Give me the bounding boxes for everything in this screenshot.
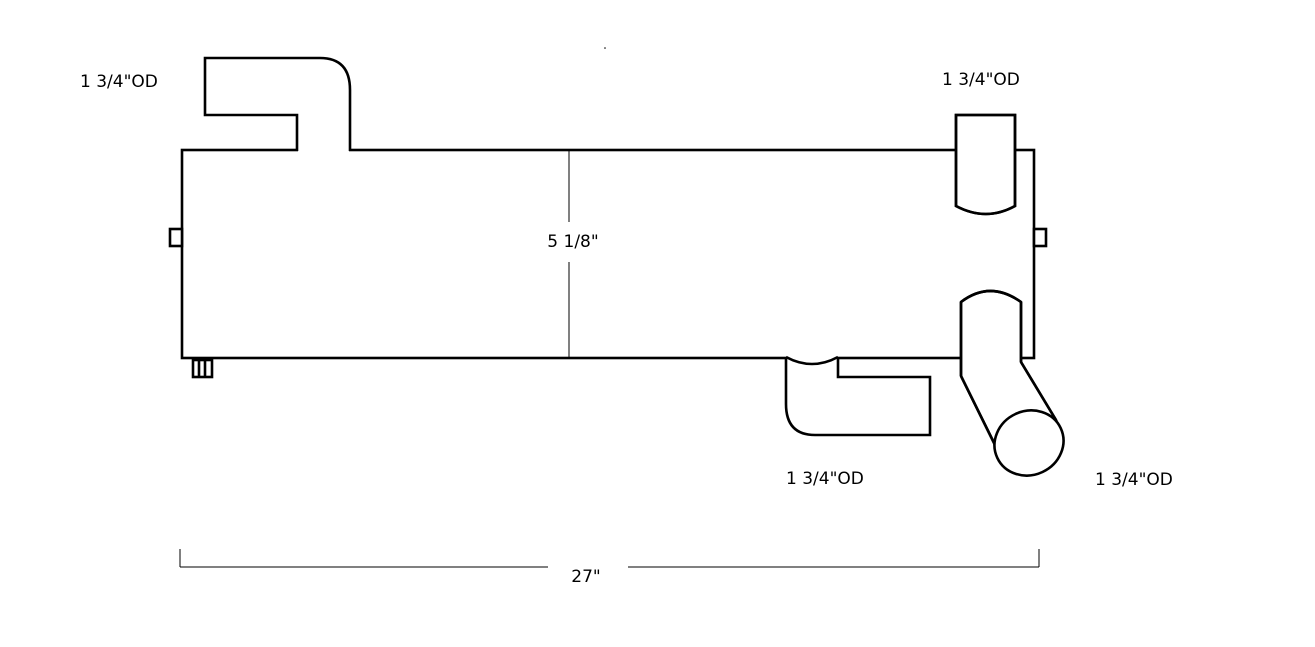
bottom-middle-elbow-outlet [784,352,932,437]
label-length-dimension: 27" [571,567,600,587]
top-left-elbow-outlet [203,56,352,156]
drain-fitting [191,358,214,379]
label-top-right-outlet: 1 3/4"OD [942,70,1020,90]
left-lug [168,227,184,248]
length-dimension [179,549,1040,568]
label-bottom-right-outlet: 1 3/4"OD [1095,470,1173,490]
right-lug [1032,227,1048,248]
main-body [180,148,1036,360]
label-top-left-outlet: 1 3/4"OD [80,72,158,92]
label-height-dimension: 5 1/8" [547,232,598,252]
top-right-outlet [954,113,1017,216]
label-bottom-middle-outlet: 1 3/4"OD [786,469,864,489]
stray-dot [604,47,606,49]
bottom-right-angled-outlet [959,289,1065,477]
angled-outlet-opening [993,409,1065,477]
